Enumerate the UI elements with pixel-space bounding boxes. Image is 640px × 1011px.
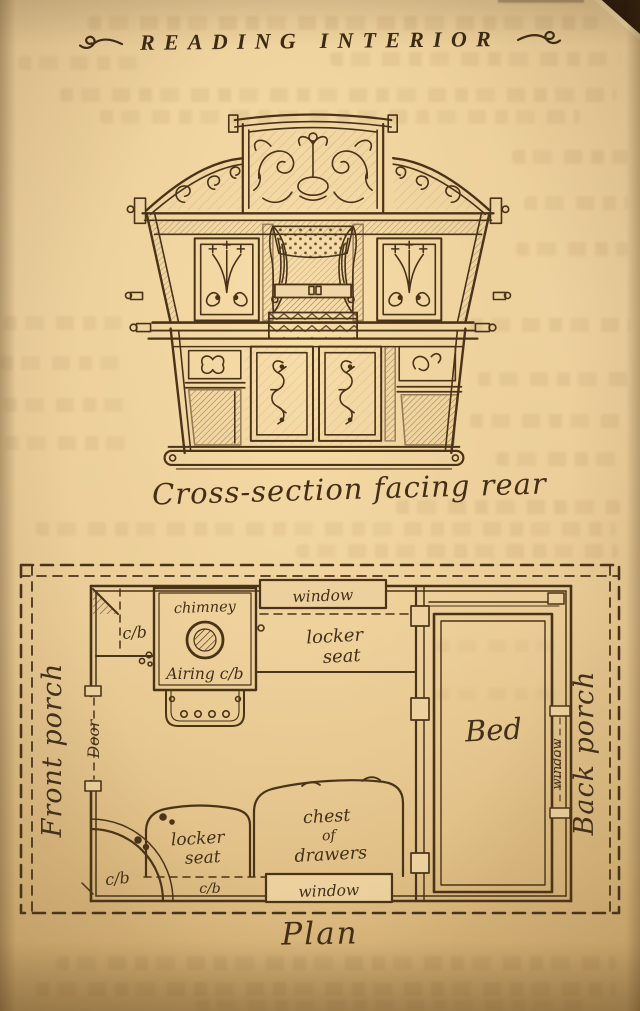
bleed-through-text	[0, 356, 130, 370]
porch-outline	[19, 563, 621, 915]
bleed-through-text	[36, 522, 616, 536]
cupboard-door-right	[318, 345, 383, 442]
valance	[272, 225, 354, 259]
bleed-through-text	[4, 316, 122, 330]
scroll-panel-right	[398, 345, 457, 382]
axle-pin-left	[124, 291, 133, 300]
label-chimney: chimney	[174, 599, 237, 617]
chimney-flue-icon	[185, 620, 225, 660]
roof-arch	[126, 156, 510, 225]
bleed-through-text	[516, 242, 628, 256]
label-locker-seat-top-2: seat	[322, 645, 362, 668]
bleed-through-text	[524, 196, 628, 210]
flourish-right-icon	[516, 31, 562, 45]
bleed-through-text	[60, 88, 616, 102]
plinth	[163, 445, 465, 470]
flourish-left-icon	[78, 35, 124, 49]
label-cb-corner: c/b	[104, 868, 130, 889]
stove-fender	[165, 689, 245, 727]
locker-knob	[257, 624, 265, 632]
mid-rail	[129, 321, 497, 340]
bleed-through-text	[296, 544, 618, 558]
chest-of-drawers	[252, 776, 405, 878]
bleed-through-text	[6, 436, 132, 450]
plan-figure: Front porch Back porch Door c/b chimney …	[14, 558, 628, 922]
locker-seat-bottom	[143, 804, 267, 878]
lower-cupboards	[169, 327, 467, 455]
figure-title: READING INTERIOR	[0, 25, 640, 58]
bleed-through-text	[4, 398, 126, 412]
label-cb-top: c/b	[122, 622, 148, 643]
bleed-through-text	[36, 982, 616, 996]
wagon-side-walls	[124, 212, 512, 324]
drawer-panel-left	[187, 349, 242, 380]
bed-partition	[410, 584, 430, 903]
label-airing-cb: Airing c/b	[164, 665, 243, 683]
carved-side-panel-right	[376, 237, 443, 322]
window-top-box	[258, 578, 388, 610]
crown-carved-panel	[227, 113, 399, 214]
cross-section-drawing	[124, 113, 512, 470]
bleed-through-text	[56, 956, 616, 970]
window-right-marks	[549, 705, 571, 819]
label-bed: Bed	[463, 712, 523, 749]
bleed-through-text	[18, 56, 138, 70]
plan-drawing: Front porch Back porch Door c/b chimney …	[19, 563, 621, 915]
label-window-bottom: window	[298, 881, 359, 901]
window-bottom-box	[264, 872, 394, 904]
label-chest-3: drawers	[294, 843, 368, 867]
bleed-through-text	[196, 1000, 586, 1010]
label-cb-bottom: c/b	[199, 881, 221, 897]
carved-side-panel-left	[193, 237, 260, 322]
axle-pin-right	[503, 291, 512, 300]
label-window-top: window	[292, 586, 353, 606]
bleed-through-text	[330, 52, 620, 66]
label-locker-seat-bottom-2: seat	[184, 847, 221, 869]
page-edge-shadow	[498, 0, 584, 4]
bed-alcove	[262, 223, 364, 340]
page-title: READING INTERIOR	[139, 26, 501, 55]
open-locker-left	[187, 388, 242, 446]
bed-outline	[428, 592, 565, 894]
bedding-band	[267, 311, 359, 340]
label-locker-seat-top-1: locker	[306, 624, 365, 648]
label-back-porch: Back porch	[569, 671, 600, 837]
label-window-right: window	[550, 739, 565, 790]
label-chest-1: chest	[303, 806, 352, 829]
label-door: Door	[85, 718, 103, 759]
corner-cupboard-top	[92, 588, 155, 667]
door-opening	[84, 685, 102, 792]
cross-section-figure	[122, 106, 514, 492]
open-locker-right	[400, 393, 459, 446]
airing-cupboard	[145, 586, 258, 727]
label-chest-2: of	[322, 828, 339, 845]
label-front-porch: Front porch	[37, 663, 68, 839]
bleed-through-text	[496, 452, 626, 466]
label-locker-seat-bottom-1: locker	[170, 828, 226, 851]
bleed-through-text	[512, 150, 628, 164]
bed-board	[273, 283, 352, 299]
cupboard-door-left	[249, 345, 314, 442]
